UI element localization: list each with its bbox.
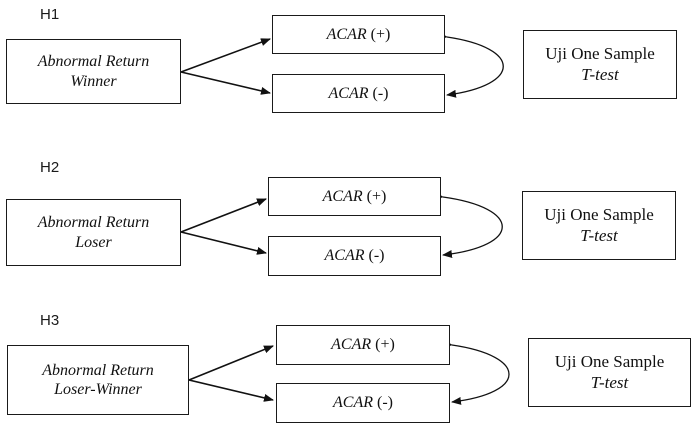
- h1-arrow-to-acar-negative: [180, 71, 271, 95]
- one-sample-t-test-box: Uji One Sample T-test: [528, 338, 691, 407]
- h3-curved-arrow: [442, 339, 510, 405]
- acar-sign: (+): [375, 336, 395, 354]
- return-box-line-2: Loser-Winner: [54, 381, 142, 398]
- test-box-line-2: T-test: [581, 64, 619, 84]
- return-box-line-1: Abnormal Return: [37, 53, 150, 71]
- acar-name: ACAR: [324, 247, 365, 265]
- acar-negative-box: ACAR (-): [272, 74, 445, 113]
- h1-curved-arrow: [437, 31, 504, 98]
- acar-sign: (-): [377, 394, 393, 412]
- h2-curved-arrow: [433, 191, 503, 258]
- acar-positive-box: ACAR (+): [276, 325, 450, 365]
- test-box-line-1: Uji One Sample: [554, 352, 665, 372]
- h3-arrow-to-acar-positive: [188, 345, 274, 381]
- h2-arrow-to-acar-negative: [180, 231, 267, 255]
- return-box-line-2: Loser: [75, 233, 112, 251]
- acar-name: ACAR: [328, 84, 369, 102]
- test-box-line-1: Uji One Sample: [545, 44, 655, 64]
- hypothesis-label: H1: [40, 6, 60, 23]
- test-box-line-2: T-test: [580, 225, 618, 245]
- acar-negative-box: ACAR (-): [268, 236, 441, 276]
- hypothesis-group-h2: H2 Abnormal Return Loser ACAR (+) ACAR (…: [0, 0, 700, 276]
- acar-name: ACAR: [322, 187, 363, 205]
- return-box-line-1: Abnormal Return: [42, 361, 154, 379]
- test-box-line-2: T-test: [590, 372, 629, 392]
- return-box-line-2: Winner: [70, 72, 117, 90]
- one-sample-t-test-box: Uji One Sample T-test: [523, 30, 677, 99]
- one-sample-t-test-box: Uji One Sample T-test: [522, 191, 676, 260]
- hypothesis-group-h1: H1 Abnormal Return Winner ACAR (+) ACAR …: [0, 0, 700, 135]
- hypothesis-label: H2: [40, 159, 60, 176]
- abnormal-return-box: Abnormal Return Winner: [6, 39, 181, 104]
- acar-sign: (+): [366, 187, 387, 205]
- acar-sign: (-): [368, 247, 385, 265]
- abnormal-return-box: Abnormal Return Loser: [6, 199, 181, 266]
- acar-name: ACAR: [333, 394, 373, 412]
- acar-sign: (-): [372, 84, 389, 102]
- acar-name: ACAR: [326, 25, 367, 43]
- hypothesis-label: H3: [40, 312, 60, 329]
- acar-positive-box: ACAR (+): [268, 177, 441, 216]
- acar-positive-box: ACAR (+): [272, 15, 445, 54]
- h2-arrow-to-acar-positive: [180, 198, 267, 233]
- acar-negative-box: ACAR (-): [276, 383, 450, 423]
- abnormal-return-box: Abnormal Return Loser-Winner: [7, 345, 189, 415]
- test-box-line-1: Uji One Sample: [544, 205, 654, 225]
- acar-name: ACAR: [331, 336, 372, 354]
- acar-sign: (+): [370, 25, 391, 43]
- h1-arrow-to-acar-positive: [180, 38, 271, 73]
- h3-arrow-to-acar-negative: [188, 379, 274, 402]
- return-box-line-1: Abnormal Return: [37, 214, 150, 232]
